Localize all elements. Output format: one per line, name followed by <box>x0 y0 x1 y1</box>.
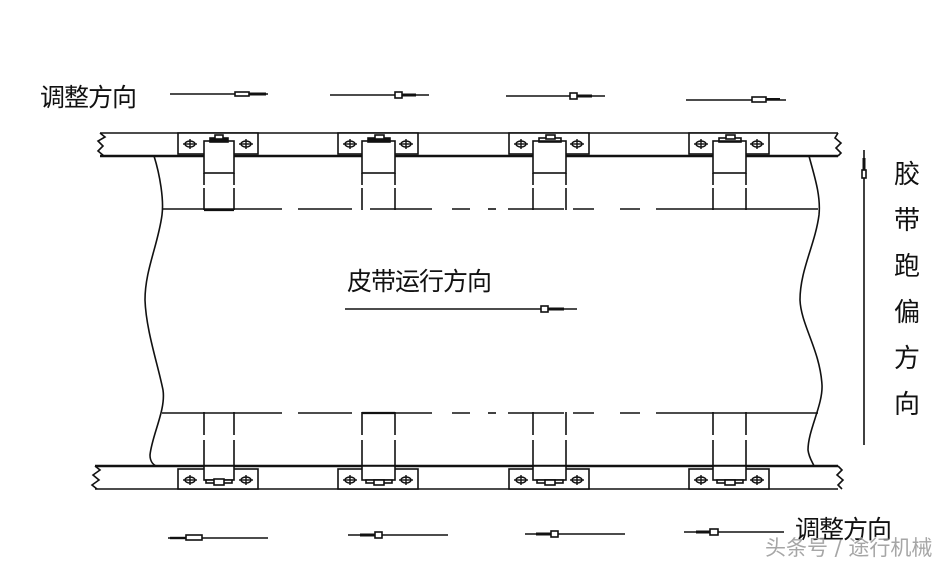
bolt-icon <box>750 475 764 485</box>
top-idler-bracket-2 <box>337 132 419 210</box>
bolt-icon <box>694 475 708 485</box>
arrow-left-icon <box>684 528 784 536</box>
arrow-right-icon <box>330 91 429 99</box>
arrow-right-icon <box>686 96 786 103</box>
adjust-direction-label-bottom: 调整方向 <box>795 515 892 544</box>
adjust-direction-label-top: 调整方向 <box>40 83 137 112</box>
deviation-char: 跑 <box>893 252 920 282</box>
deviation-char: 向 <box>893 390 920 420</box>
arrow-right-icon <box>170 91 268 97</box>
bolt-icon <box>750 139 764 149</box>
bolt-icon <box>343 475 357 485</box>
bolt-icon <box>343 139 357 149</box>
bolt-icon <box>239 139 253 149</box>
bolt-icon <box>239 475 253 485</box>
arrow-left-icon <box>348 531 448 539</box>
bolt-icon <box>399 139 413 149</box>
bottom-idler-bracket-2 <box>337 411 419 490</box>
top-idler-bracket-4 <box>688 132 770 210</box>
bottom-idler-bracket-3 <box>508 412 590 490</box>
bolt-icon <box>399 475 413 485</box>
belt-run-arrow <box>345 305 577 313</box>
top-idler-bracket-3 <box>508 132 590 210</box>
deviation-arrow <box>861 150 867 445</box>
bolt-symbols <box>183 139 764 485</box>
bolt-icon <box>183 475 197 485</box>
belt-left-edge <box>144 155 165 467</box>
deviation-char: 偏 <box>893 298 920 328</box>
belt-deviation-direction-label: 胶 带 跑 偏 方 向 <box>892 152 922 428</box>
belt-running-direction-label: 皮带运行方向 <box>347 267 492 296</box>
bottom-adjust-arrows <box>168 528 784 541</box>
bottom-idler-bracket-4 <box>688 412 770 490</box>
belt-right-edge <box>799 155 823 467</box>
deviation-char: 带 <box>893 206 920 236</box>
bolt-icon <box>694 139 708 149</box>
bolt-icon <box>183 139 197 149</box>
bolt-icon <box>570 139 584 149</box>
top-idler-bracket-1 <box>177 132 259 212</box>
bolt-icon <box>514 475 528 485</box>
bottom-idler-bracket-1 <box>177 412 259 490</box>
watermark: 头条号 / 途行机械 <box>765 536 933 560</box>
deviation-char: 方 <box>893 344 920 374</box>
bolt-icon <box>514 139 528 149</box>
bolt-icon <box>570 475 584 485</box>
arrow-left-icon <box>168 534 268 541</box>
arrow-right-icon <box>506 92 605 100</box>
top-adjust-arrows <box>170 91 786 103</box>
deviation-char: 胶 <box>893 160 920 190</box>
arrow-left-icon <box>525 530 625 538</box>
